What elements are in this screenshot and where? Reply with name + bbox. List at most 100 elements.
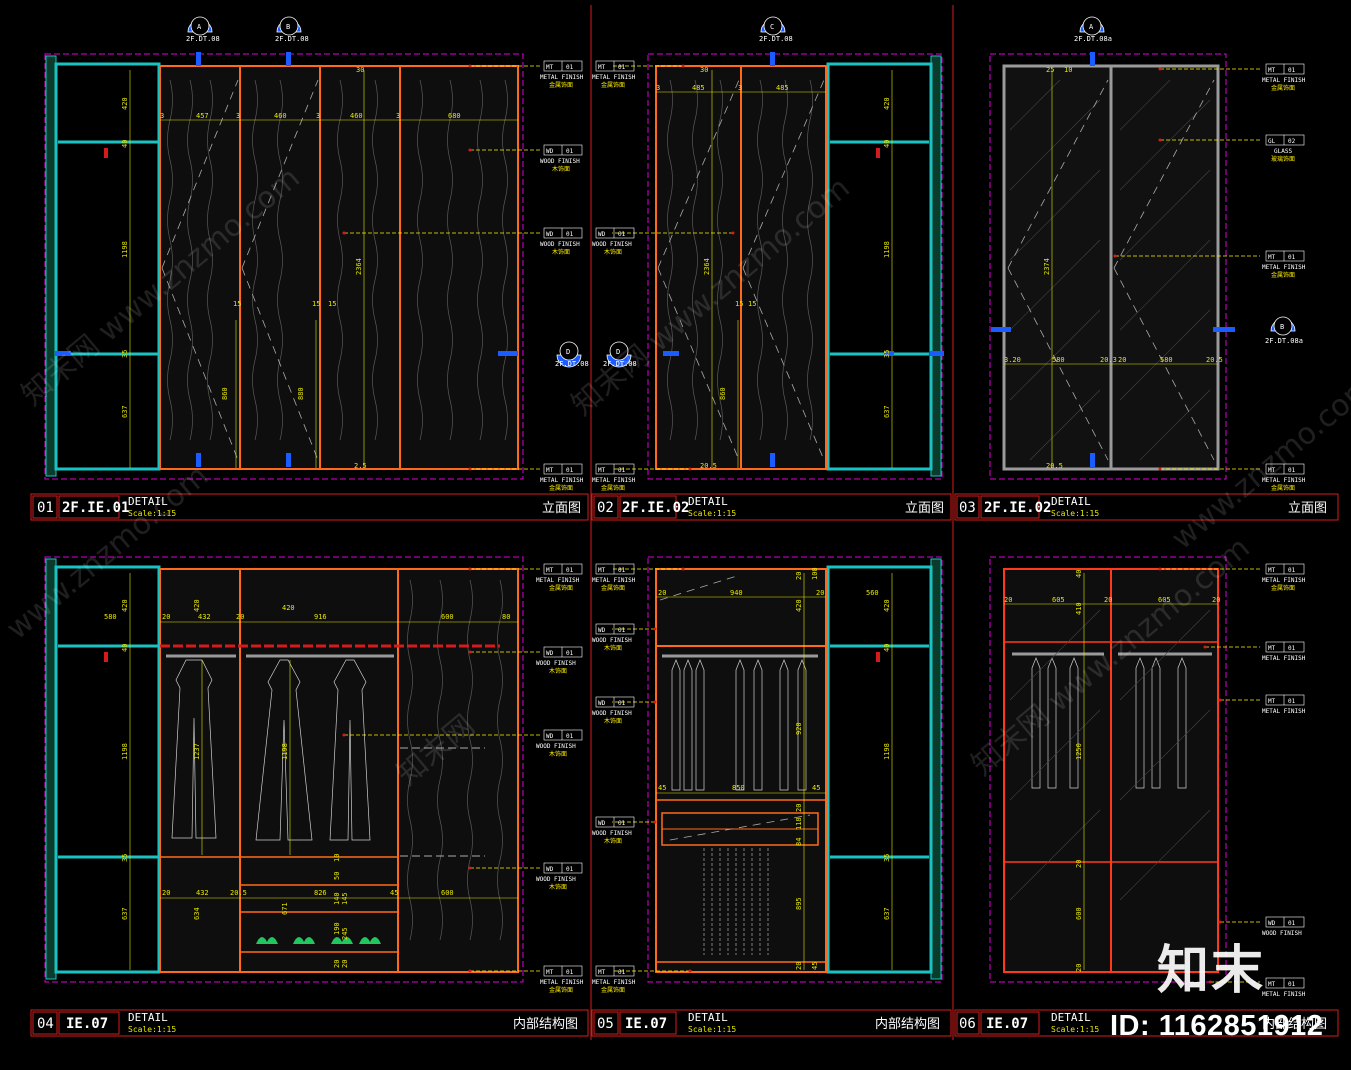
svg-text:2F.DT.08a: 2F.DT.08a: [1265, 337, 1303, 345]
svg-text:WD: WD: [546, 231, 554, 238]
svg-text:45: 45: [390, 889, 398, 897]
svg-text:01: 01: [566, 969, 574, 976]
svg-text:1198: 1198: [121, 241, 129, 258]
svg-text:20: 20: [1118, 356, 1126, 364]
svg-text:15: 15: [328, 300, 336, 308]
svg-text:3: 3: [738, 84, 742, 92]
svg-text:01: 01: [566, 467, 574, 474]
panel-code: 2F.IE.02: [984, 500, 1051, 516]
svg-text:木饰面: 木饰面: [604, 717, 622, 725]
svg-text:WD: WD: [598, 231, 606, 238]
panel-title: 内部结构图: [875, 1016, 940, 1032]
svg-text:金属饰面: 金属饰面: [1271, 271, 1295, 279]
tag-p5-mt-top: MT 01 METAL FINISH 金属饰面: [592, 563, 636, 592]
svg-text:420: 420: [193, 599, 201, 612]
tag-p3-mt-top: MT 01 METAL FINISH 金属饰面: [1262, 63, 1306, 92]
tag-p1-wd-1: WD 01 WOOD FINISH 木饰面: [540, 144, 583, 173]
tag-p6-mt-1: MT 01 METAL FINISH 金属饰面: [1262, 563, 1306, 592]
svg-text:01: 01: [618, 567, 626, 574]
tag-p2-mt-bottom: MT 01 METAL FINISH 金属饰面: [592, 463, 636, 492]
svg-text:1198: 1198: [883, 743, 891, 760]
svg-text:01: 01: [618, 64, 626, 71]
site-logo: 知末: [1157, 941, 1266, 1001]
title-block-04: 04 IE.07 DETAIL Scale:1:15 内部结构图: [30, 1009, 589, 1037]
svg-text:MT: MT: [1268, 698, 1276, 705]
svg-text:600: 600: [441, 613, 454, 621]
panel-code: IE.07: [986, 1016, 1028, 1032]
svg-text:1198: 1198: [883, 241, 891, 258]
svg-text:432: 432: [196, 889, 209, 897]
svg-text:671: 671: [281, 902, 289, 915]
svg-text:605: 605: [1158, 596, 1171, 604]
svg-text:2364: 2364: [703, 258, 711, 275]
svg-text:WD: WD: [598, 627, 606, 634]
scale-label: Scale:1:15: [1051, 509, 1099, 518]
svg-text:金属饰面: 金属饰面: [601, 484, 625, 492]
svg-text:940: 940: [730, 589, 743, 597]
svg-text:10: 10: [1064, 66, 1072, 74]
svg-text:MT: MT: [546, 64, 554, 71]
svg-text:WOOD FINISH: WOOD FINISH: [540, 158, 580, 165]
svg-text:METAL FINISH: METAL FINISH: [540, 74, 584, 81]
svg-text:METAL FINISH: METAL FINISH: [1262, 264, 1306, 271]
svg-text:40: 40: [1075, 570, 1083, 578]
svg-text:920: 920: [795, 722, 803, 735]
svg-text:GLASS: GLASS: [1274, 148, 1292, 155]
image-id-label: ID: 1162851912: [1110, 1010, 1324, 1042]
svg-text:WD: WD: [1268, 920, 1276, 927]
tag-p6-wd: WD 01 WOOD FINISH: [1262, 916, 1305, 937]
svg-text:金属饰面: 金属饰面: [549, 986, 573, 994]
svg-text:432: 432: [198, 613, 211, 621]
svg-text:METAL FINISH: METAL FINISH: [592, 74, 636, 81]
svg-text:01: 01: [566, 567, 574, 574]
svg-text:245: 245: [341, 927, 349, 940]
svg-text:80: 80: [502, 613, 510, 621]
svg-text:A: A: [197, 23, 202, 31]
svg-text:METAL FINISH: METAL FINISH: [540, 979, 584, 986]
svg-text:420: 420: [282, 604, 295, 612]
svg-text:457: 457: [196, 112, 209, 120]
svg-text:600: 600: [1075, 907, 1083, 920]
section-bubble-b1: B 2F.DT.08: [275, 16, 309, 43]
svg-text:580: 580: [1160, 356, 1173, 364]
panel-number: 03: [959, 500, 976, 516]
svg-text:金属饰面: 金属饰面: [601, 986, 625, 994]
svg-text:金属饰面: 金属饰面: [601, 81, 625, 89]
svg-text:20: 20: [162, 613, 170, 621]
svg-text:木饰面: 木饰面: [604, 644, 622, 652]
svg-text:20: 20: [795, 804, 803, 812]
svg-text:02: 02: [1288, 138, 1296, 145]
svg-text:01: 01: [618, 231, 626, 238]
svg-text:METAL FINISH: METAL FINISH: [592, 477, 636, 484]
scale-label: Scale:1:15: [688, 1025, 736, 1034]
svg-text:20: 20: [1075, 964, 1083, 972]
title-block-01: 01 2F.IE.01 DETAIL Scale:1:15 立面图: [30, 493, 589, 521]
svg-text:15: 15: [233, 300, 241, 308]
tag-p4-mt-bottom: MT 01 METAL FINISH 金属饰面: [540, 965, 584, 994]
svg-text:40: 40: [121, 140, 129, 148]
svg-text:20.5: 20.5: [1206, 356, 1223, 364]
svg-text:WOOD FINISH: WOOD FINISH: [592, 710, 632, 717]
svg-text:2F.DT.08: 2F.DT.08: [555, 360, 589, 368]
section-bubble-d2: D 2F.DT.08: [603, 341, 637, 368]
material-tags: [342, 64, 1260, 984]
svg-text:MT: MT: [546, 567, 554, 574]
svg-text:MT: MT: [1268, 67, 1276, 74]
tag-p2-mt-top: MT 01 METAL FINISH 金属饰面: [592, 60, 636, 89]
tag-p5-wd-3: WD 01 WOOD FINISH 木饰面: [592, 816, 635, 845]
svg-text:WD: WD: [598, 700, 606, 707]
svg-text:45: 45: [811, 962, 819, 970]
panel-title: 内部结构图: [1262, 1016, 1327, 1032]
svg-text:40: 40: [883, 644, 891, 652]
svg-text:MT: MT: [598, 467, 606, 474]
svg-text:916: 916: [314, 613, 327, 621]
svg-text:20: 20: [658, 589, 666, 597]
svg-text:45: 45: [658, 784, 666, 792]
svg-text:20: 20: [795, 572, 803, 580]
svg-text:MT: MT: [546, 467, 554, 474]
svg-text:METAL FINISH: METAL FINISH: [1262, 77, 1306, 84]
svg-text:35: 35: [121, 854, 129, 862]
svg-text:15: 15: [735, 300, 743, 308]
svg-text:01: 01: [1288, 920, 1296, 927]
